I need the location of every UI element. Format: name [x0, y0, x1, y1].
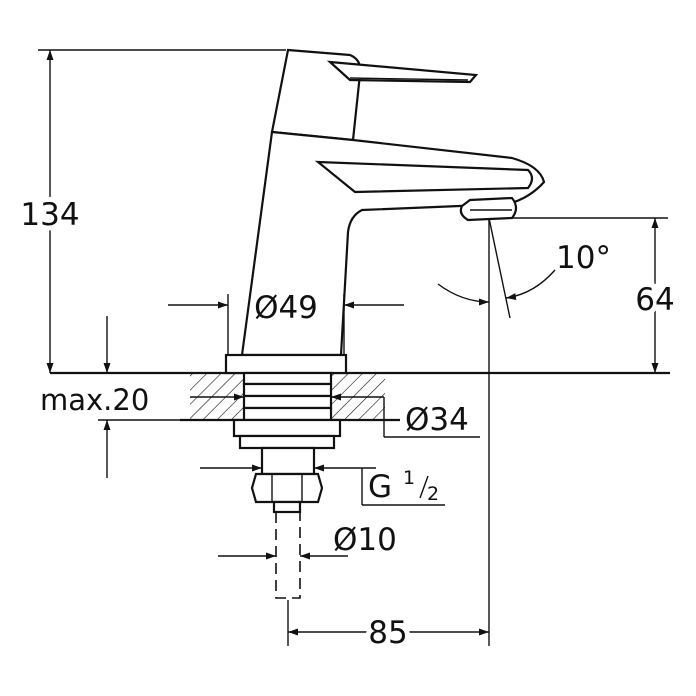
- dim-spout-angle: 10°: [437, 217, 611, 319]
- dim-base-diameter-label: Ø49: [254, 290, 318, 326]
- dim-pipe-diameter: Ø10: [218, 522, 397, 560]
- base-and-fixing: [224, 353, 348, 514]
- dim-hole-diameter-label: Ø34: [405, 402, 469, 438]
- dim-thread-numerator: 1: [403, 467, 415, 489]
- dim-thread-denominator: 2: [427, 483, 439, 505]
- faucet-body: [240, 48, 546, 357]
- dim-max-thickness-label: max.20: [40, 383, 149, 417]
- dim-thread-prefix: G: [368, 469, 392, 505]
- dim-base-diameter: Ø49: [168, 290, 404, 355]
- dim-thread: G 1 2: [200, 464, 445, 506]
- dim-spout-projection-label: 85: [368, 615, 407, 651]
- dim-total-height-label: 134: [20, 197, 79, 233]
- supply-pipe: [275, 512, 301, 599]
- dim-spout-height: 64: [510, 217, 680, 373]
- dim-spout-angle-label: 10°: [556, 240, 611, 276]
- dim-hole-diameter: Ø34: [190, 393, 480, 438]
- dim-max-thickness: max.20: [40, 316, 180, 478]
- dim-spout-projection: 85: [287, 218, 490, 656]
- dim-total-height: 134: [15, 49, 286, 373]
- dim-spout-height-label: 64: [635, 282, 674, 318]
- dim-pipe-diameter-label: Ø10: [333, 522, 397, 558]
